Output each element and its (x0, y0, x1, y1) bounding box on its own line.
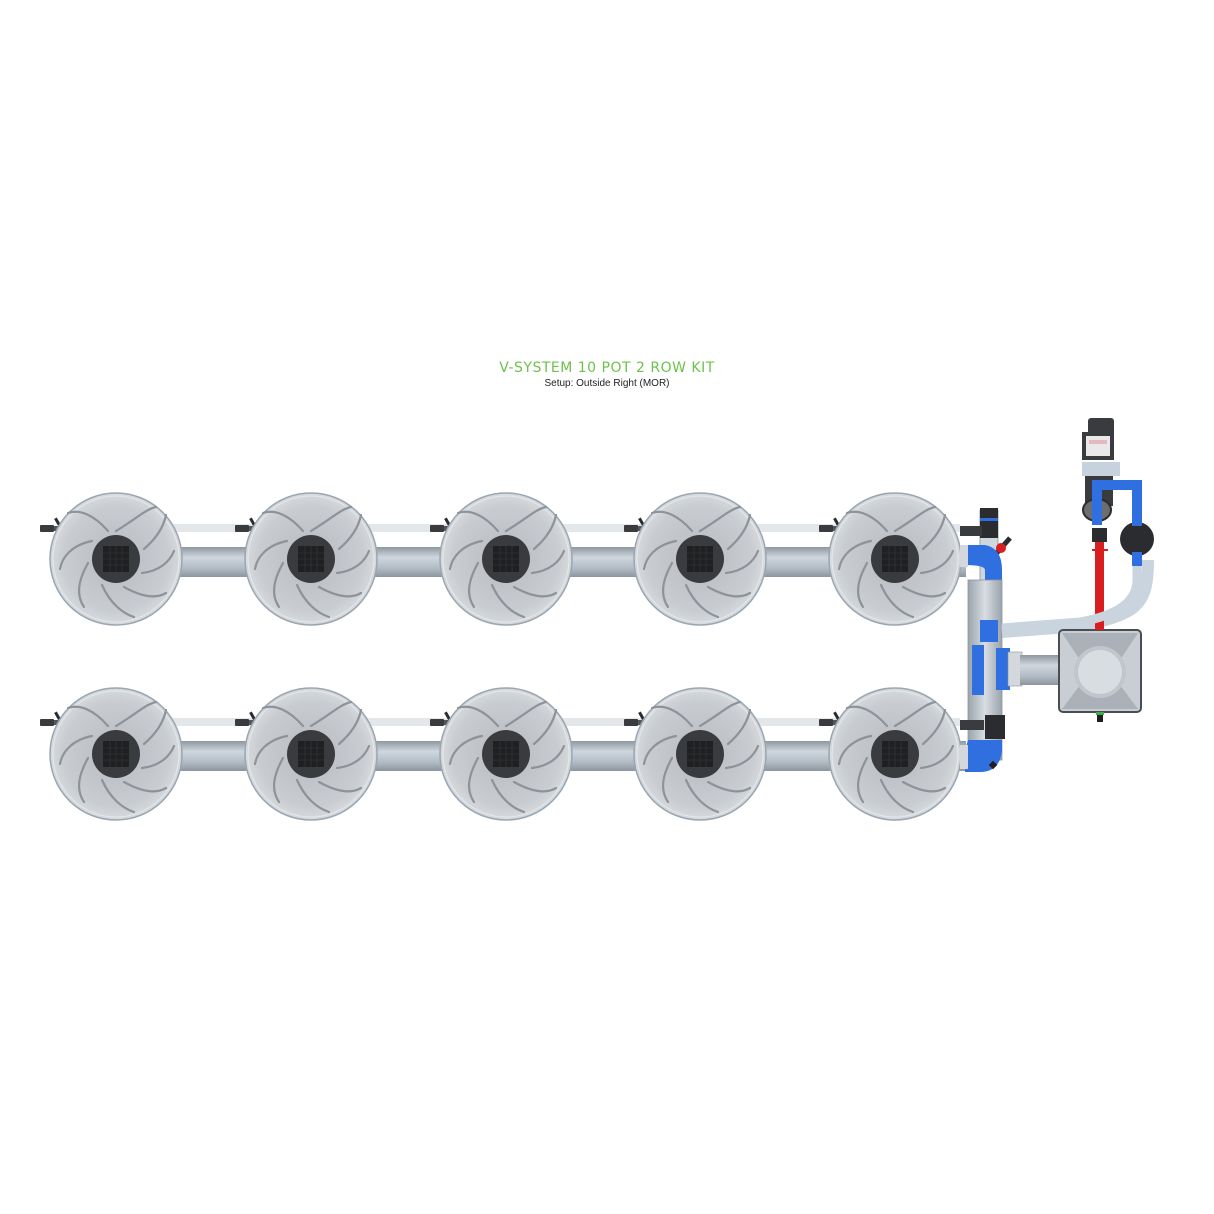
filter (1120, 520, 1154, 566)
pot-7[interactable] (243, 686, 379, 822)
pot-6[interactable] (48, 686, 184, 822)
pot-5[interactable] (827, 491, 963, 627)
pot-8[interactable] (438, 686, 574, 822)
pot-10[interactable] (827, 686, 963, 822)
pot-9[interactable] (632, 686, 768, 822)
valve-icon[interactable] (1092, 547, 1108, 555)
pot-2[interactable] (243, 491, 379, 627)
feed-line (1095, 540, 1104, 630)
setup-subtitle: Setup: Outside Right (MOR) (544, 378, 670, 389)
manifold (960, 508, 1060, 772)
pot-3[interactable] (438, 491, 574, 627)
valve-icon[interactable] (993, 536, 1012, 557)
row-1 (40, 491, 966, 627)
kit-title: V-SYSTEM 10 POT 2 ROW KIT (499, 360, 715, 376)
pot-1[interactable] (48, 491, 184, 627)
pot-4[interactable] (632, 491, 768, 627)
row-2 (40, 686, 966, 822)
brain-tank[interactable] (1058, 629, 1142, 722)
